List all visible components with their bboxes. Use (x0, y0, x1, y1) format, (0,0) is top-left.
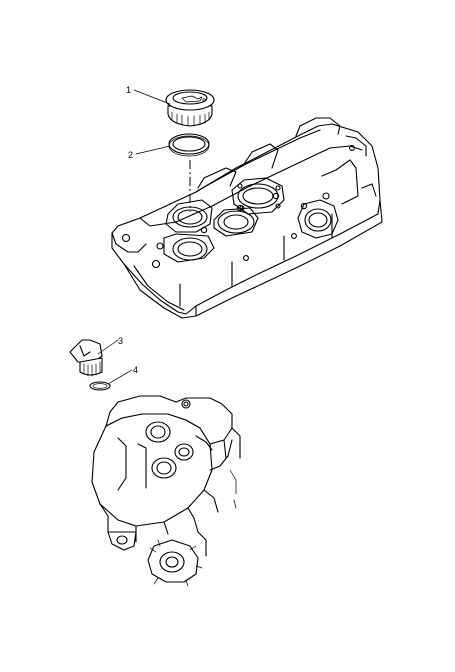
inspection-cover (231, 177, 285, 215)
callout-1: 1 (126, 85, 131, 95)
seal (89, 381, 111, 391)
crankcase (91, 395, 241, 587)
callout-3: 3 (118, 336, 123, 346)
oil-can-icon (181, 95, 206, 103)
valve-cover (111, 117, 383, 319)
filler-cap (165, 89, 215, 127)
callout-leaders (97, 89, 171, 385)
callout-2: 2 (128, 150, 133, 160)
filler-plug (69, 339, 103, 377)
side-port (297, 199, 339, 239)
o-ring (168, 133, 210, 157)
callout-4: 4 (133, 365, 138, 375)
